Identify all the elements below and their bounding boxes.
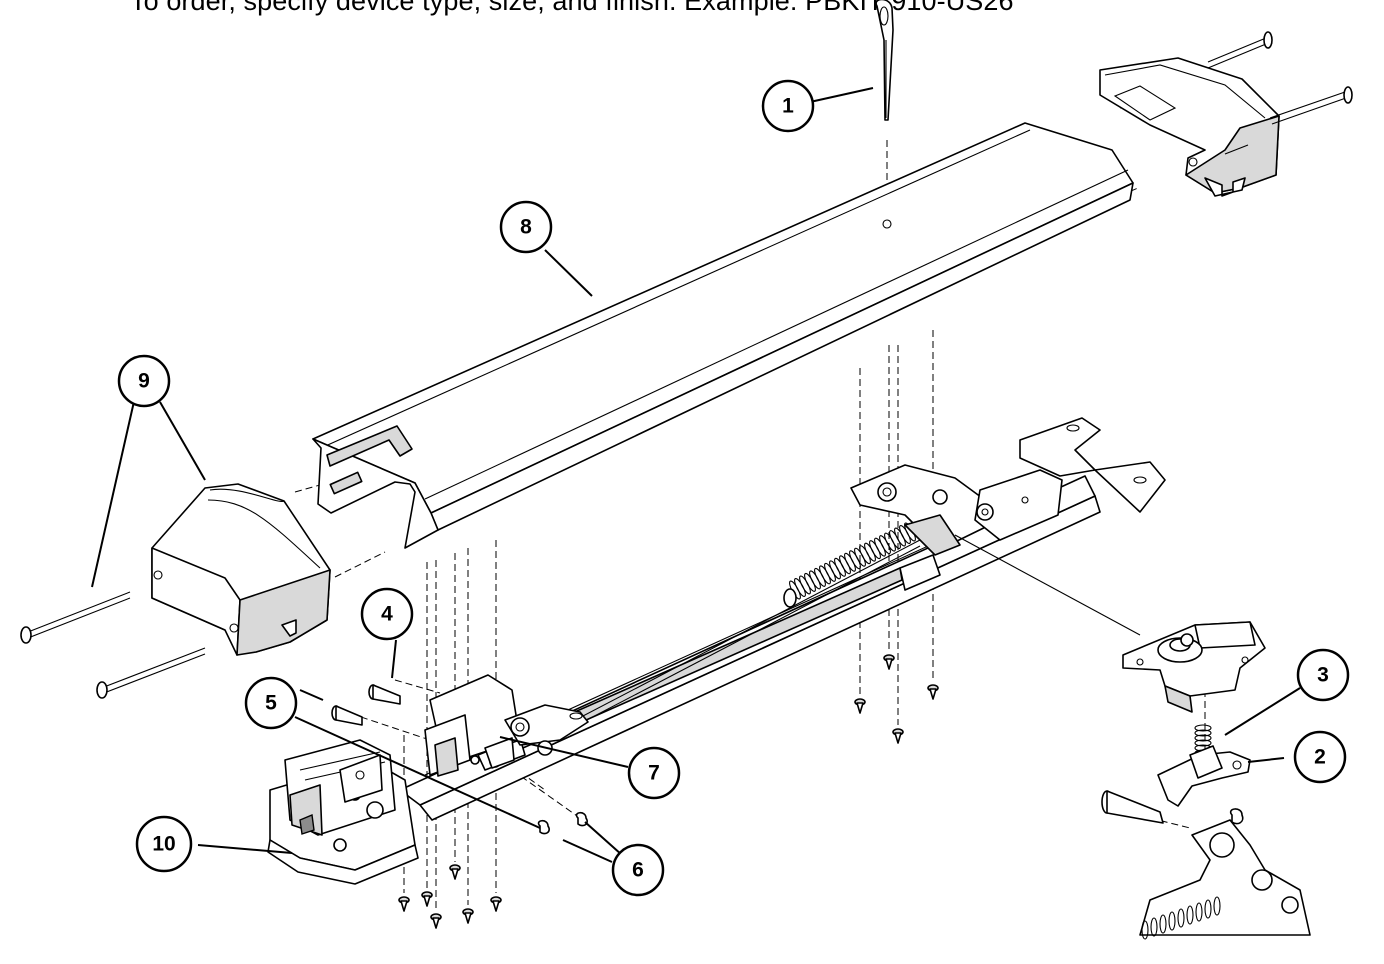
lower-right-axle-detail bbox=[1101, 790, 1311, 940]
svg-text:5: 5 bbox=[265, 692, 277, 715]
part-9-left-end-cap bbox=[20, 483, 331, 699]
svg-text:3: 3 bbox=[1317, 664, 1329, 687]
screw-icon bbox=[927, 684, 939, 700]
screw-icon bbox=[398, 896, 410, 912]
callout-1: 1 bbox=[761, 79, 815, 133]
callout-8: 8 bbox=[499, 200, 553, 254]
callout-leaders bbox=[91, 87, 1301, 863]
screw-icon bbox=[421, 891, 433, 907]
callout-9: 9 bbox=[117, 354, 171, 408]
callout-5: 5 bbox=[244, 676, 298, 730]
svg-text:2: 2 bbox=[1314, 746, 1326, 769]
right-detail-block bbox=[1122, 621, 1266, 713]
screw-icon bbox=[892, 728, 904, 744]
screw-icon bbox=[490, 896, 502, 912]
part-2-bracket bbox=[1157, 745, 1251, 807]
svg-text:4: 4 bbox=[381, 603, 393, 626]
part-6-retaining-clips bbox=[537, 811, 588, 835]
screw-icon bbox=[854, 698, 866, 714]
ordering-instructions: To order, specify device type, size, and… bbox=[130, 0, 1014, 16]
part-1-retaining-pin bbox=[875, 0, 894, 121]
svg-text:7: 7 bbox=[648, 762, 660, 785]
svg-text:1: 1 bbox=[782, 95, 794, 118]
svg-text:6: 6 bbox=[632, 859, 644, 882]
screw-icon bbox=[462, 908, 474, 924]
mounting-screws bbox=[398, 654, 939, 929]
callout-10: 10 bbox=[135, 815, 193, 873]
callout-6: 6 bbox=[611, 843, 665, 897]
callout-2: 2 bbox=[1293, 730, 1347, 784]
left-linkage-mechanism bbox=[424, 674, 589, 777]
svg-text:9: 9 bbox=[138, 370, 150, 393]
part-4-hinge-pin bbox=[368, 684, 401, 705]
screw-icon bbox=[883, 654, 895, 670]
right-actuator-mechanism bbox=[850, 417, 1166, 636]
part-5-hinge-pin bbox=[331, 705, 363, 726]
callout-7: 7 bbox=[627, 746, 681, 800]
screw-icon bbox=[449, 864, 461, 880]
svg-text:8: 8 bbox=[520, 216, 532, 239]
callout-4: 4 bbox=[360, 587, 414, 641]
svg-text:10: 10 bbox=[152, 833, 175, 856]
part-8-push-bar-cover bbox=[312, 122, 1134, 549]
screw-icon bbox=[430, 913, 442, 929]
center-spring-rod bbox=[559, 522, 921, 735]
callout-3: 3 bbox=[1296, 648, 1350, 702]
part-10-latch-assembly bbox=[267, 739, 419, 885]
right-end-cap bbox=[1099, 31, 1353, 197]
